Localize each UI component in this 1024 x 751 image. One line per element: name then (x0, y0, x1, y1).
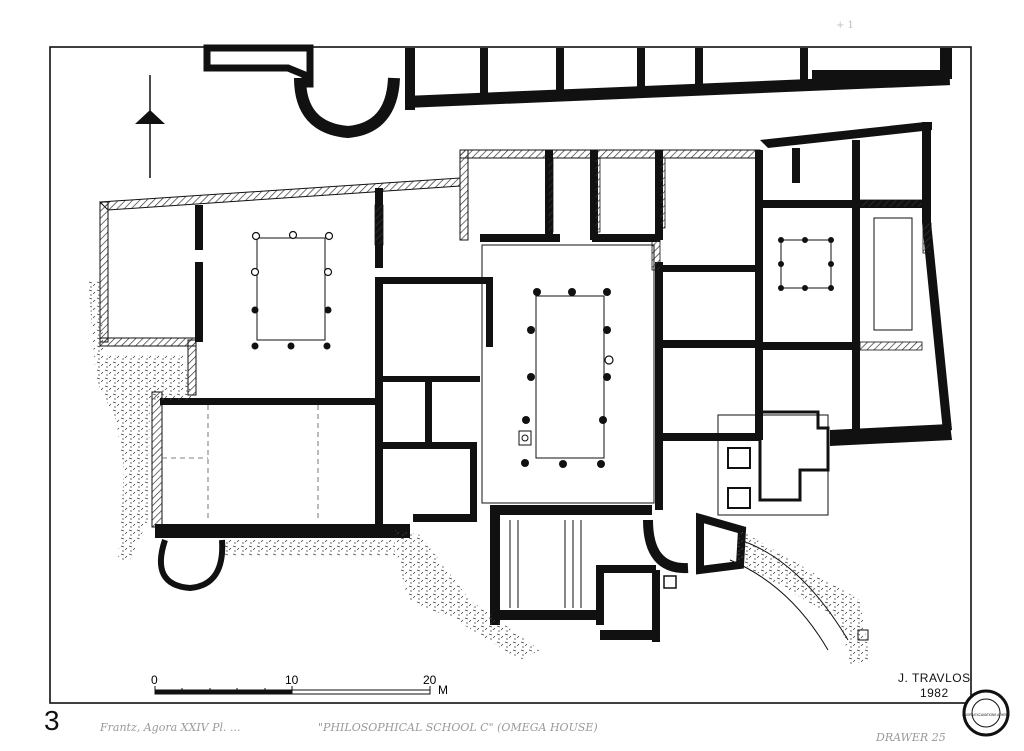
credit-year: 1982 (919, 686, 949, 700)
handwritten-drawer: DRAWER 25 (876, 731, 946, 744)
central-courtyard (481, 244, 655, 504)
hatched-partitions (374, 157, 932, 351)
plate-number: 3 (44, 705, 60, 736)
north-arrow-icon (135, 75, 165, 178)
scale-label-20: 20 (423, 673, 437, 687)
corner-mark: + 1 (836, 20, 854, 31)
handwritten-title: "PHILOSOPHICAL SCHOOL C" (OMEGA HOUSE) (318, 721, 598, 734)
credit-author: J. TRAVLOS (898, 671, 971, 685)
central-columns (521, 288, 611, 468)
upper-structures (203, 44, 952, 139)
cistern-arc (158, 539, 226, 592)
stair-room (509, 520, 582, 608)
terrain-rubble (88, 280, 870, 665)
sw-hall-lines (162, 405, 319, 522)
scale-label-10: 10 (285, 673, 299, 687)
west-columns (250, 230, 334, 277)
stamp-text: AGORA EXCAVATIONS ATHENS (962, 713, 1010, 717)
drawing-frame (49, 46, 972, 704)
stamp-icon: AGORA EXCAVATIONS ATHENS (962, 689, 1010, 737)
scale-label-0: 0 (151, 673, 158, 687)
handwritten-reference: Frantz, Agora XXIV Pl. ... (100, 721, 241, 734)
scale-unit: M (438, 683, 448, 697)
interior-walls (155, 122, 952, 642)
west-courtyard (250, 230, 334, 350)
east-courtyard (778, 217, 913, 331)
outer-walls (98, 149, 761, 528)
southeast-structures (643, 410, 869, 651)
credit-block: J. TRAVLOS 1982 (898, 671, 971, 701)
scale-bar: 0 10 20 M (151, 673, 448, 697)
